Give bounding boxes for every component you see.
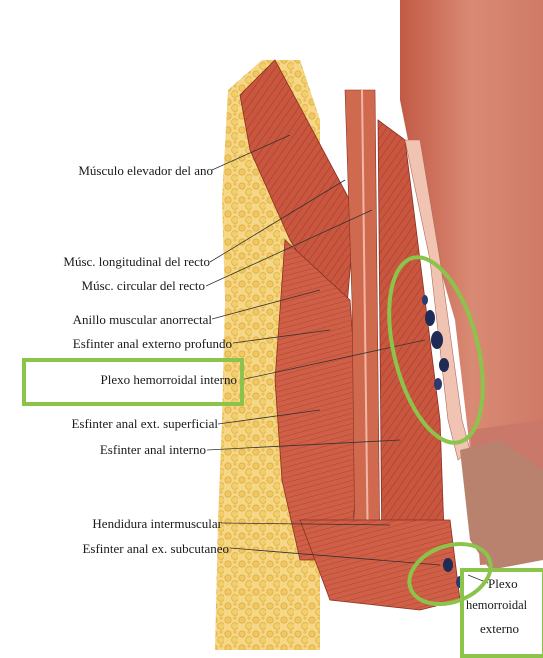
internal-plexus-vessel: [439, 358, 449, 372]
label-subcutaneo: Esfinter anal ex. subcutaneo: [82, 541, 229, 556]
internal-plexus-vessel: [431, 331, 443, 349]
label-elevador: Músculo elevador del ano: [78, 163, 213, 178]
label-longitudinal: Músc. longitudinal del recto: [63, 254, 210, 269]
internal-plexus-vessel: [425, 310, 435, 326]
highlight-box-external-plexus: [460, 568, 543, 658]
label-hendidura: Hendidura intermuscular: [92, 516, 222, 531]
label-interno: Esfinter anal interno: [100, 442, 206, 457]
internal-plexus-vessel: [434, 378, 442, 390]
internal-plexus-vessel: [422, 295, 428, 305]
label-circular: Músc. circular del recto: [82, 278, 205, 293]
label-superficial: Esfinter anal ext. superficial: [71, 416, 218, 431]
label-profundo: Esfinter anal externo profundo: [73, 336, 232, 351]
external-plexus-vessel: [443, 558, 453, 572]
highlight-box-internal-plexus: [22, 358, 244, 406]
label-anillo: Anillo muscular anorrectal: [73, 312, 212, 327]
